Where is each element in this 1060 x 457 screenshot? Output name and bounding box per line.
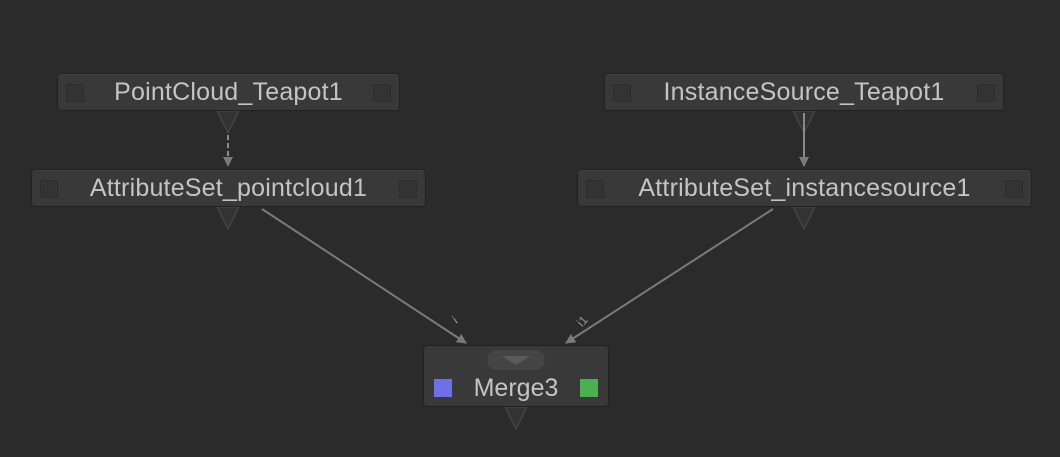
node-label: Merge3 [473,374,559,402]
merge-right-swatch[interactable] [580,379,598,397]
bypass-toggle[interactable] [66,84,84,102]
bypass-toggle[interactable] [613,84,631,102]
node-label: AttributeSet_instancesource1 [638,173,971,202]
node-label: AttributeSet_pointcloud1 [89,173,368,202]
node-label: InstanceSource_Teapot1 [663,77,945,106]
node-instancesource-teapot[interactable]: InstanceSource_Teapot1 [604,73,1004,111]
wire-attributeset-pointcloud-to-merge [261,208,467,344]
bypass-toggle[interactable] [40,180,58,198]
output-port-attributeset-instancesource [792,206,816,231]
bypass-toggle[interactable] [586,180,604,198]
node-attributeset-pointcloud[interactable]: AttributeSet_pointcloud1 [31,169,426,207]
output-port-merge [504,406,528,431]
chevron-down-icon [502,355,530,365]
display-toggle[interactable] [373,84,391,102]
node-merge[interactable]: Merge3 [423,345,609,407]
node-label: PointCloud_Teapot1 [114,77,343,106]
node-attributeset-instancesource[interactable]: AttributeSet_instancesource1 [577,169,1032,207]
wire-attributeset-instancesource-to-merge [565,208,774,344]
output-port-pointcloud [216,110,240,135]
display-toggle[interactable] [399,180,417,198]
merge-left-swatch[interactable] [434,379,452,397]
expand-inputs-button[interactable] [487,350,545,370]
output-port-attributeset-pointcloud [216,206,240,231]
display-toggle[interactable] [1005,180,1023,198]
display-toggle[interactable] [977,84,995,102]
node-pointcloud-teapot[interactable]: PointCloud_Teapot1 [57,73,400,111]
